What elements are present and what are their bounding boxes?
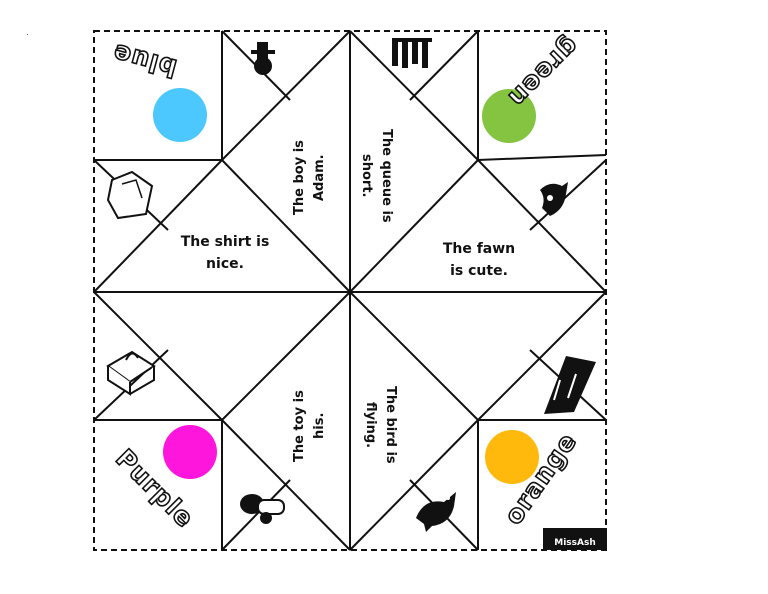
toy-blocks-icon bbox=[544, 356, 596, 414]
sentence-bird: The bird is flying. bbox=[363, 386, 398, 464]
green-dot bbox=[482, 89, 536, 143]
purple-dot bbox=[163, 425, 217, 479]
queue-icon bbox=[392, 38, 432, 68]
credit-badge: MissAsh bbox=[543, 528, 607, 550]
sentence-shirt: The shirt is nice. bbox=[180, 234, 270, 272]
sentence-queue: The queue is short. bbox=[359, 129, 394, 223]
sentence-toy: The toy is his. bbox=[292, 390, 327, 462]
bird-icon bbox=[416, 492, 456, 532]
fold-lines bbox=[93, 30, 607, 551]
orange-dot bbox=[485, 430, 539, 484]
shirt-icon bbox=[106, 170, 154, 220]
boy-icon bbox=[251, 42, 275, 75]
stray-mark bbox=[27, 34, 28, 35]
sentence-fawn: The fawn is cute. bbox=[442, 241, 516, 279]
fawn-icon bbox=[540, 182, 568, 216]
blue-dot bbox=[153, 88, 207, 142]
tissue-box-icon bbox=[106, 350, 156, 396]
toy-icon bbox=[240, 494, 285, 524]
sentence-boy: The boy is Adam. bbox=[292, 140, 327, 216]
